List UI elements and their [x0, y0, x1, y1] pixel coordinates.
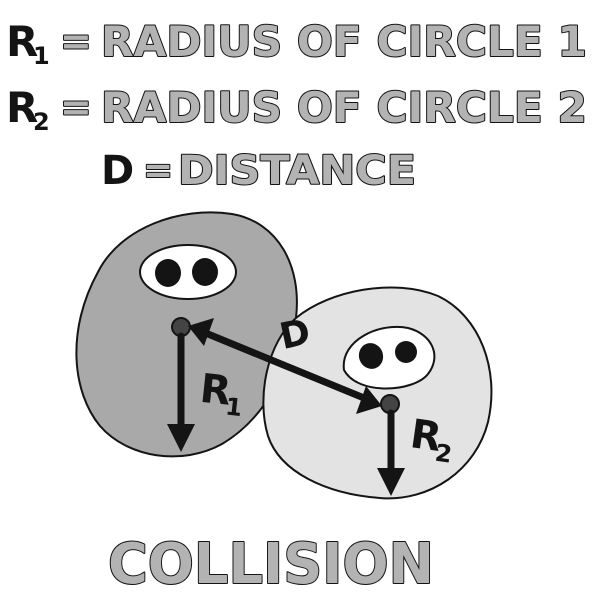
definition-distance-equals: =: [143, 150, 173, 191]
label-r1-subscript: 1: [224, 393, 244, 423]
definition-r1-subscript: 1: [33, 42, 50, 70]
definition-r1-equals: =: [60, 19, 92, 63]
label-r2: R 2: [407, 411, 453, 469]
circle-2-eyes-icon: [342, 325, 436, 390]
definition-distance-symbol: D: [101, 148, 134, 194]
distance-arrow-icon: [188, 318, 382, 414]
label-r2-symbol: R: [407, 411, 444, 461]
label-r1-symbol: R: [198, 366, 233, 415]
radius-1-arrow-icon: [167, 332, 195, 452]
caption: COLLISION: [108, 532, 434, 594]
label-r2-subscript: 2: [433, 439, 453, 469]
definition-r1-symbol: R: [6, 17, 38, 66]
definition-r1: R 1 = RADIUS OF CIRCLE 1: [6, 16, 588, 70]
definition-r2-subscript: 2: [33, 108, 50, 136]
definition-distance-text: DISTANCE: [178, 148, 416, 194]
circle-2: [262, 286, 493, 500]
definition-r2: R 2 = RADIUS OF CIRCLE 2: [6, 82, 588, 136]
definition-r2-equals: =: [60, 85, 92, 129]
definition-r2-symbol: R: [6, 83, 38, 132]
label-r1: R 1: [198, 366, 244, 423]
definition-r1-text: RADIUS OF CIRCLE 1: [101, 17, 587, 66]
definition-distance: D = DISTANCE: [101, 147, 417, 195]
radius-2-arrow-icon: [377, 409, 405, 496]
circle-1-eyes-icon: [139, 244, 237, 300]
definition-r2-text: RADIUS OF CIRCLE 2: [101, 83, 587, 132]
